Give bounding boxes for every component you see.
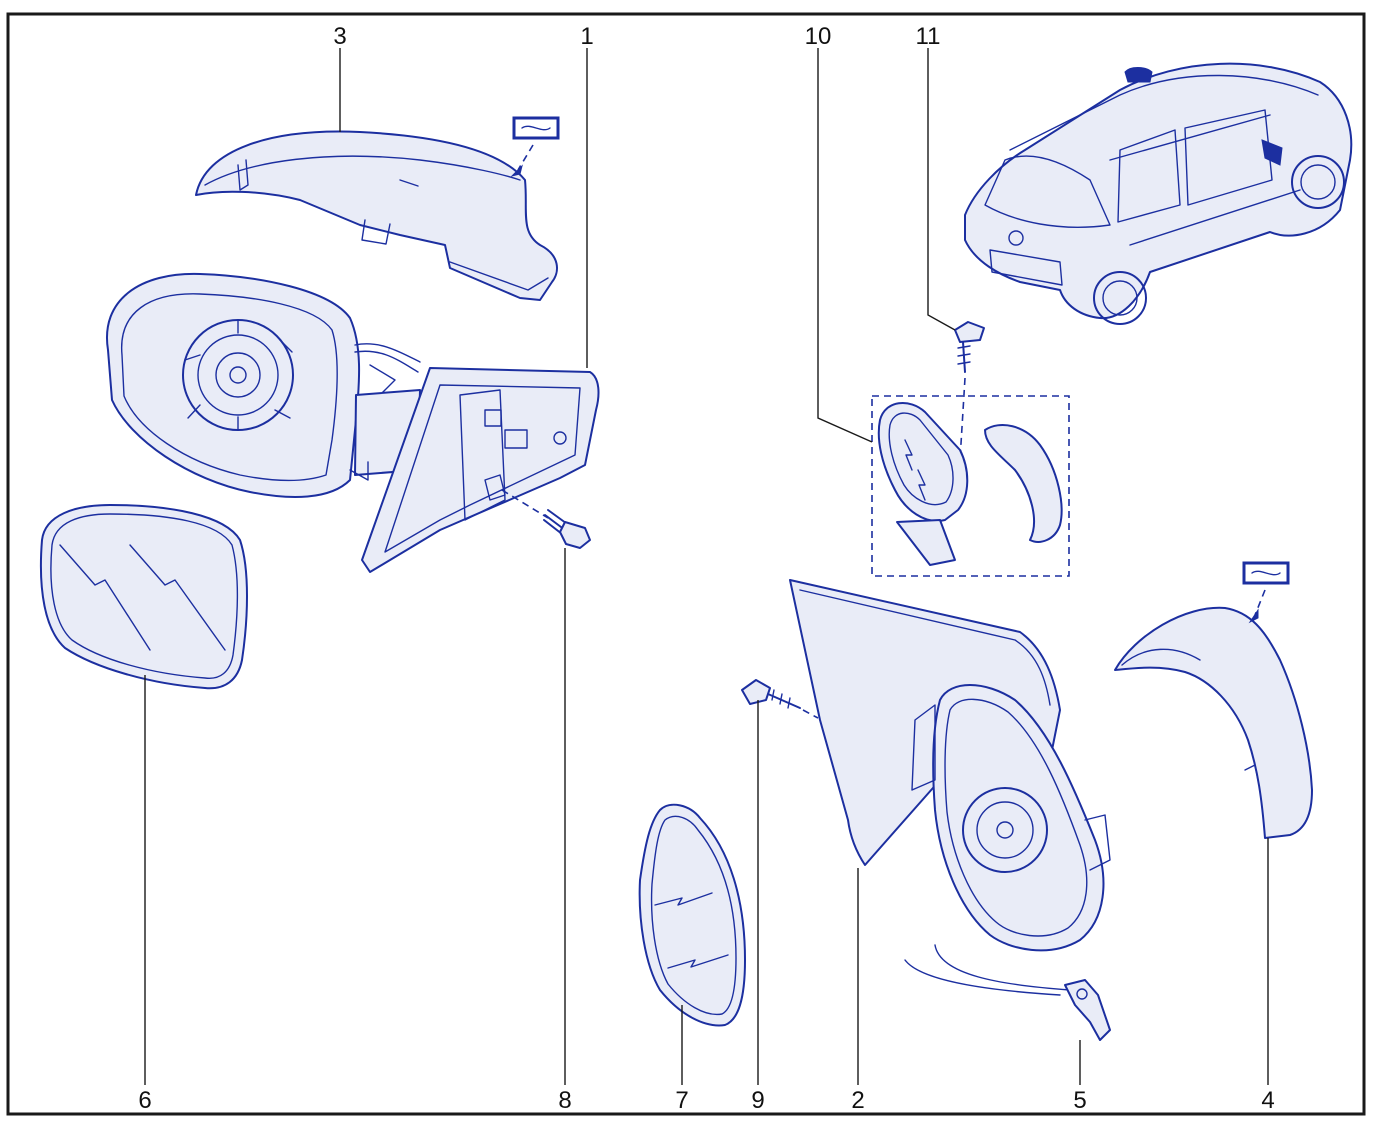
callout-9: 9 — [751, 1087, 764, 1114]
clip-connector-icon-right — [1242, 561, 1290, 624]
leader-lines — [144, 48, 1269, 1085]
part-10-indicator-detail — [871, 395, 1070, 577]
callout-1: 1 — [580, 23, 593, 50]
diagram-frame — [6, 12, 1366, 1116]
part-3-mirror-cover — [195, 130, 558, 301]
part-11-bolt — [954, 321, 985, 461]
callout-11: 11 — [916, 23, 941, 50]
part-2-mirror-housing — [789, 579, 1111, 952]
part-7-mirror-glass — [638, 803, 746, 1027]
callout-3: 3 — [333, 23, 346, 50]
part-5-wire-clip — [904, 944, 1111, 1041]
part-6-mirror-glass — [39, 504, 248, 690]
callout-2: 2 — [851, 1087, 864, 1114]
car-illustration — [964, 62, 1353, 325]
part-1-mirror-housing — [105, 272, 600, 573]
callout-8: 8 — [558, 1087, 571, 1114]
part-4-mirror-cover — [1114, 606, 1313, 839]
callout-6: 6 — [138, 1087, 151, 1114]
callout-5: 5 — [1073, 1087, 1086, 1114]
part-9-screw — [741, 679, 819, 719]
clip-connector-icon — [510, 116, 560, 177]
part-8-screw — [501, 489, 591, 549]
callout-7: 7 — [675, 1087, 688, 1114]
callout-10: 10 — [805, 23, 832, 50]
callout-4: 4 — [1261, 1087, 1274, 1114]
